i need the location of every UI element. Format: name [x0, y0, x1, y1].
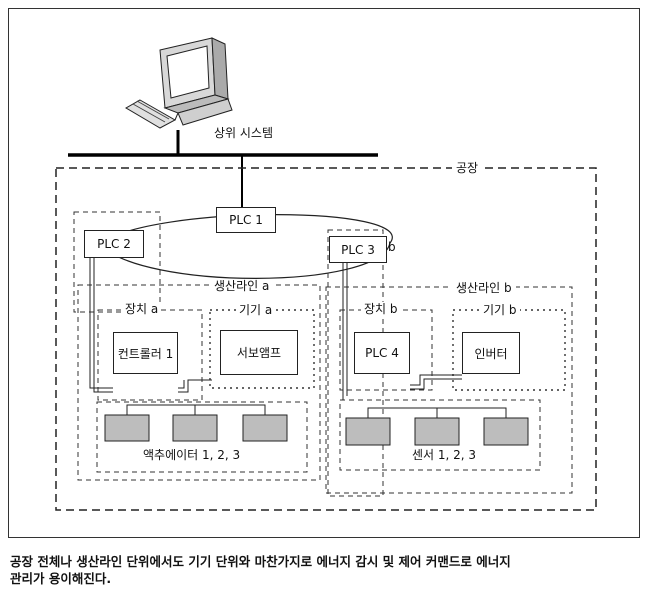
line-b-box: [325, 286, 573, 494]
plc3-node: PLC 3: [329, 236, 387, 263]
servo-amp-node: 서보앰프: [220, 330, 298, 375]
device-a-box: [97, 309, 203, 401]
sensor-group-box: [339, 399, 541, 471]
figure-frame: [8, 8, 640, 538]
sensor-2: [414, 417, 460, 446]
plc3-mark: b: [388, 240, 396, 254]
equip-b-label: 기기 b: [480, 303, 520, 317]
plc4-node: PLC 4: [354, 332, 410, 374]
plc1-node: PLC 1: [216, 207, 276, 233]
actuator-3: [242, 414, 288, 442]
controller-node: 컨트롤러 1: [113, 332, 178, 374]
sensor-3: [483, 417, 529, 446]
factory-label: 공장: [452, 161, 483, 175]
equip-a-label: 기기 a: [236, 303, 276, 317]
plc2-node: PLC 2: [84, 230, 144, 258]
line-b-label: 생산라인 b: [452, 281, 516, 295]
caption-line-2: 관리가 용이해진다.: [10, 571, 112, 586]
equip-a-box: [209, 309, 315, 389]
device-b-label: 장치 b: [361, 302, 401, 316]
actuator-2: [172, 414, 218, 442]
plc-ring: [99, 214, 393, 279]
sensors-label: 센서 1, 2, 3: [412, 448, 477, 462]
inverter-node: 인버터: [462, 332, 520, 374]
actuator-group-box: [96, 401, 308, 473]
device-a-label: 장치 a: [122, 302, 162, 316]
factory-boundary: [55, 167, 597, 511]
line-a-label: 생산라인 a: [210, 279, 274, 293]
computer-icon: [125, 37, 233, 129]
network-diagram: [55, 37, 597, 511]
actuators-label: 액추에이터 1, 2, 3: [143, 448, 241, 462]
plc3-region: [327, 229, 384, 497]
caption-line-1: 공장 전체나 생산라인 단위에서도 기기 단위와 마찬가지로 에너지 감시 및 …: [10, 554, 511, 569]
actuator-1: [104, 414, 150, 442]
upper-system-label: 상위 시스템: [214, 126, 274, 140]
figure-caption: 공장 전체나 생산라인 단위에서도 기기 단위와 마찬가지로 에너지 감시 및 …: [10, 553, 642, 587]
sensor-1: [345, 417, 391, 446]
plc2-region: [73, 211, 161, 313]
line-a-box: [77, 284, 321, 481]
